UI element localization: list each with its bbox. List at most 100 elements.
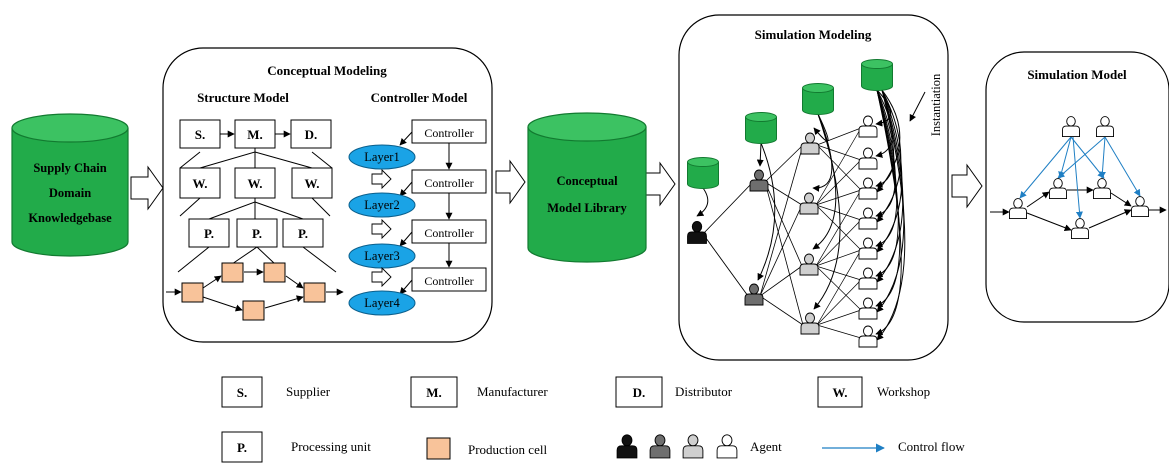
model-library-cylinder: Conceptual Model Library	[527, 112, 647, 263]
database-cylinder-3	[802, 83, 834, 115]
stage-arrow-3	[644, 161, 676, 207]
agent-white	[1009, 198, 1027, 219]
conceptual-modeling-title: Conceptual Modeling	[267, 63, 387, 78]
sim-link-gray-white	[816, 324, 862, 339]
knowledgebase-label-line3: Knowledgebase	[28, 211, 112, 225]
control-flow-arrow	[1057, 136, 1106, 179]
knowledgebase-label-line2: Domain	[49, 186, 91, 200]
sim-link-gray-white	[816, 249, 862, 326]
simulation-modeling-title: Simulation Modeling	[755, 27, 872, 42]
simulation-modeling-panel: Simulation Modeling Instantiation	[678, 14, 949, 361]
sim-link-gray-white	[815, 204, 862, 221]
legend-key-processing: P.	[237, 440, 247, 455]
sim-link-dark-gray	[759, 204, 803, 297]
agent-white	[858, 297, 878, 320]
agent-white	[1062, 116, 1080, 137]
layer-label-3: Layer3	[364, 249, 399, 263]
agent-white	[858, 325, 878, 348]
database-cylinder-4	[861, 59, 893, 91]
sim-link-dark-gray	[759, 144, 804, 297]
production-cell-network	[166, 262, 344, 321]
agent-white	[858, 237, 878, 260]
legend-label-manufacturer: Manufacturer	[477, 384, 548, 399]
legend-label-supplier: Supplier	[286, 384, 331, 399]
legend-label-processing: Processing unit	[291, 439, 371, 454]
structure-model-title: Structure Model	[197, 90, 289, 105]
stage-arrow-1	[130, 165, 164, 211]
sim-link-dark-gray	[759, 265, 803, 297]
sim-link-black	[702, 233, 749, 297]
workshop-box-label-3: W.	[304, 176, 319, 191]
legend-agent-icons	[616, 434, 738, 459]
processing-box-label-3: P.	[298, 226, 308, 241]
controller-model-title: Controller Model	[371, 90, 468, 105]
control-flow-arrow	[1058, 136, 1072, 179]
sim-link-gray-white	[815, 219, 862, 267]
sim-link-gray-white	[816, 127, 862, 146]
sim-link-gray-white	[816, 309, 862, 326]
instantiation-arrow	[813, 113, 829, 142]
agent-white	[1093, 178, 1111, 199]
legend-key-manufacturer: M.	[426, 385, 442, 400]
sim-link-gray-white	[815, 265, 862, 281]
legend-label-production-cell: Production cell	[468, 442, 547, 457]
agent-white	[1131, 196, 1149, 217]
sim-link-gray-white	[816, 144, 862, 161]
agent-dark-gray	[749, 169, 769, 192]
structure-tree: S. M. D. W. W. W. P. P.	[177, 119, 337, 273]
model-flow	[1026, 191, 1050, 208]
legend-agent-white	[716, 434, 738, 459]
controller-label-3: Controller	[424, 226, 473, 240]
legend-key-distributor: D.	[633, 385, 646, 400]
stage-arrow-4	[951, 163, 983, 209]
sim-link-dark-gray	[759, 295, 804, 326]
agent-white	[858, 177, 878, 200]
instantiation-arrow	[757, 142, 776, 281]
controller-label-4: Controller	[424, 274, 473, 288]
supplier-box-label: S.	[195, 127, 205, 142]
control-flow-arrow	[1019, 136, 1072, 199]
model-flow	[1026, 212, 1072, 231]
processing-box-label-2: P.	[252, 226, 262, 241]
database-cylinder-1	[687, 157, 719, 189]
control-flow-arrow	[1072, 136, 1083, 219]
legend-agent-dark-gray	[649, 434, 671, 459]
legend-label-distributor: Distributor	[675, 384, 733, 399]
agent-light-gray	[800, 312, 820, 335]
agent-white	[858, 267, 878, 290]
instantiation-arrow	[696, 187, 709, 217]
stage-arrow-2	[495, 159, 526, 205]
layer-label-1: Layer1	[364, 150, 399, 164]
legend-label-control-flow: Control flow	[898, 439, 965, 454]
legend-agent-light-gray	[682, 434, 704, 459]
sim-link-dark-gray	[764, 181, 803, 206]
sim-link-gray-white	[816, 279, 862, 326]
simulation-model-network	[990, 116, 1167, 239]
sim-link-gray-white	[816, 144, 862, 191]
agent-light-gray	[800, 132, 820, 155]
controller-model: Controller Controller Controller Control…	[348, 119, 487, 316]
legend-label-agent: Agent	[750, 439, 782, 454]
simulation-model-title: Simulation Model	[1027, 67, 1127, 82]
sim-link-dark-gray	[764, 181, 804, 326]
controller-label-2: Controller	[424, 176, 473, 190]
controller-label-1: Controller	[424, 126, 473, 140]
sim-link-gray-white	[815, 189, 862, 267]
control-flow-arrow	[1098, 136, 1106, 179]
sim-link-gray-white	[815, 159, 862, 206]
knowledgebase-label-line1: Supply Chain	[33, 161, 106, 175]
agent-light-gray	[799, 253, 819, 276]
model-flow	[1088, 209, 1132, 229]
agent-white	[858, 207, 878, 230]
knowledgebase-cylinder: Supply Chain Domain Knowledgebase	[11, 113, 129, 257]
control-flow-arrow	[1070, 136, 1105, 179]
model-flow	[1110, 192, 1132, 207]
instantiation-arrow	[876, 89, 905, 313]
workshop-box-label-2: W.	[247, 176, 262, 191]
layer-label-4: Layer4	[364, 296, 400, 310]
instantiation-arrow	[813, 113, 841, 310]
sim-link-gray-white	[815, 249, 862, 267]
sim-link-dark-gray	[764, 181, 803, 267]
agent-white	[1096, 116, 1114, 137]
